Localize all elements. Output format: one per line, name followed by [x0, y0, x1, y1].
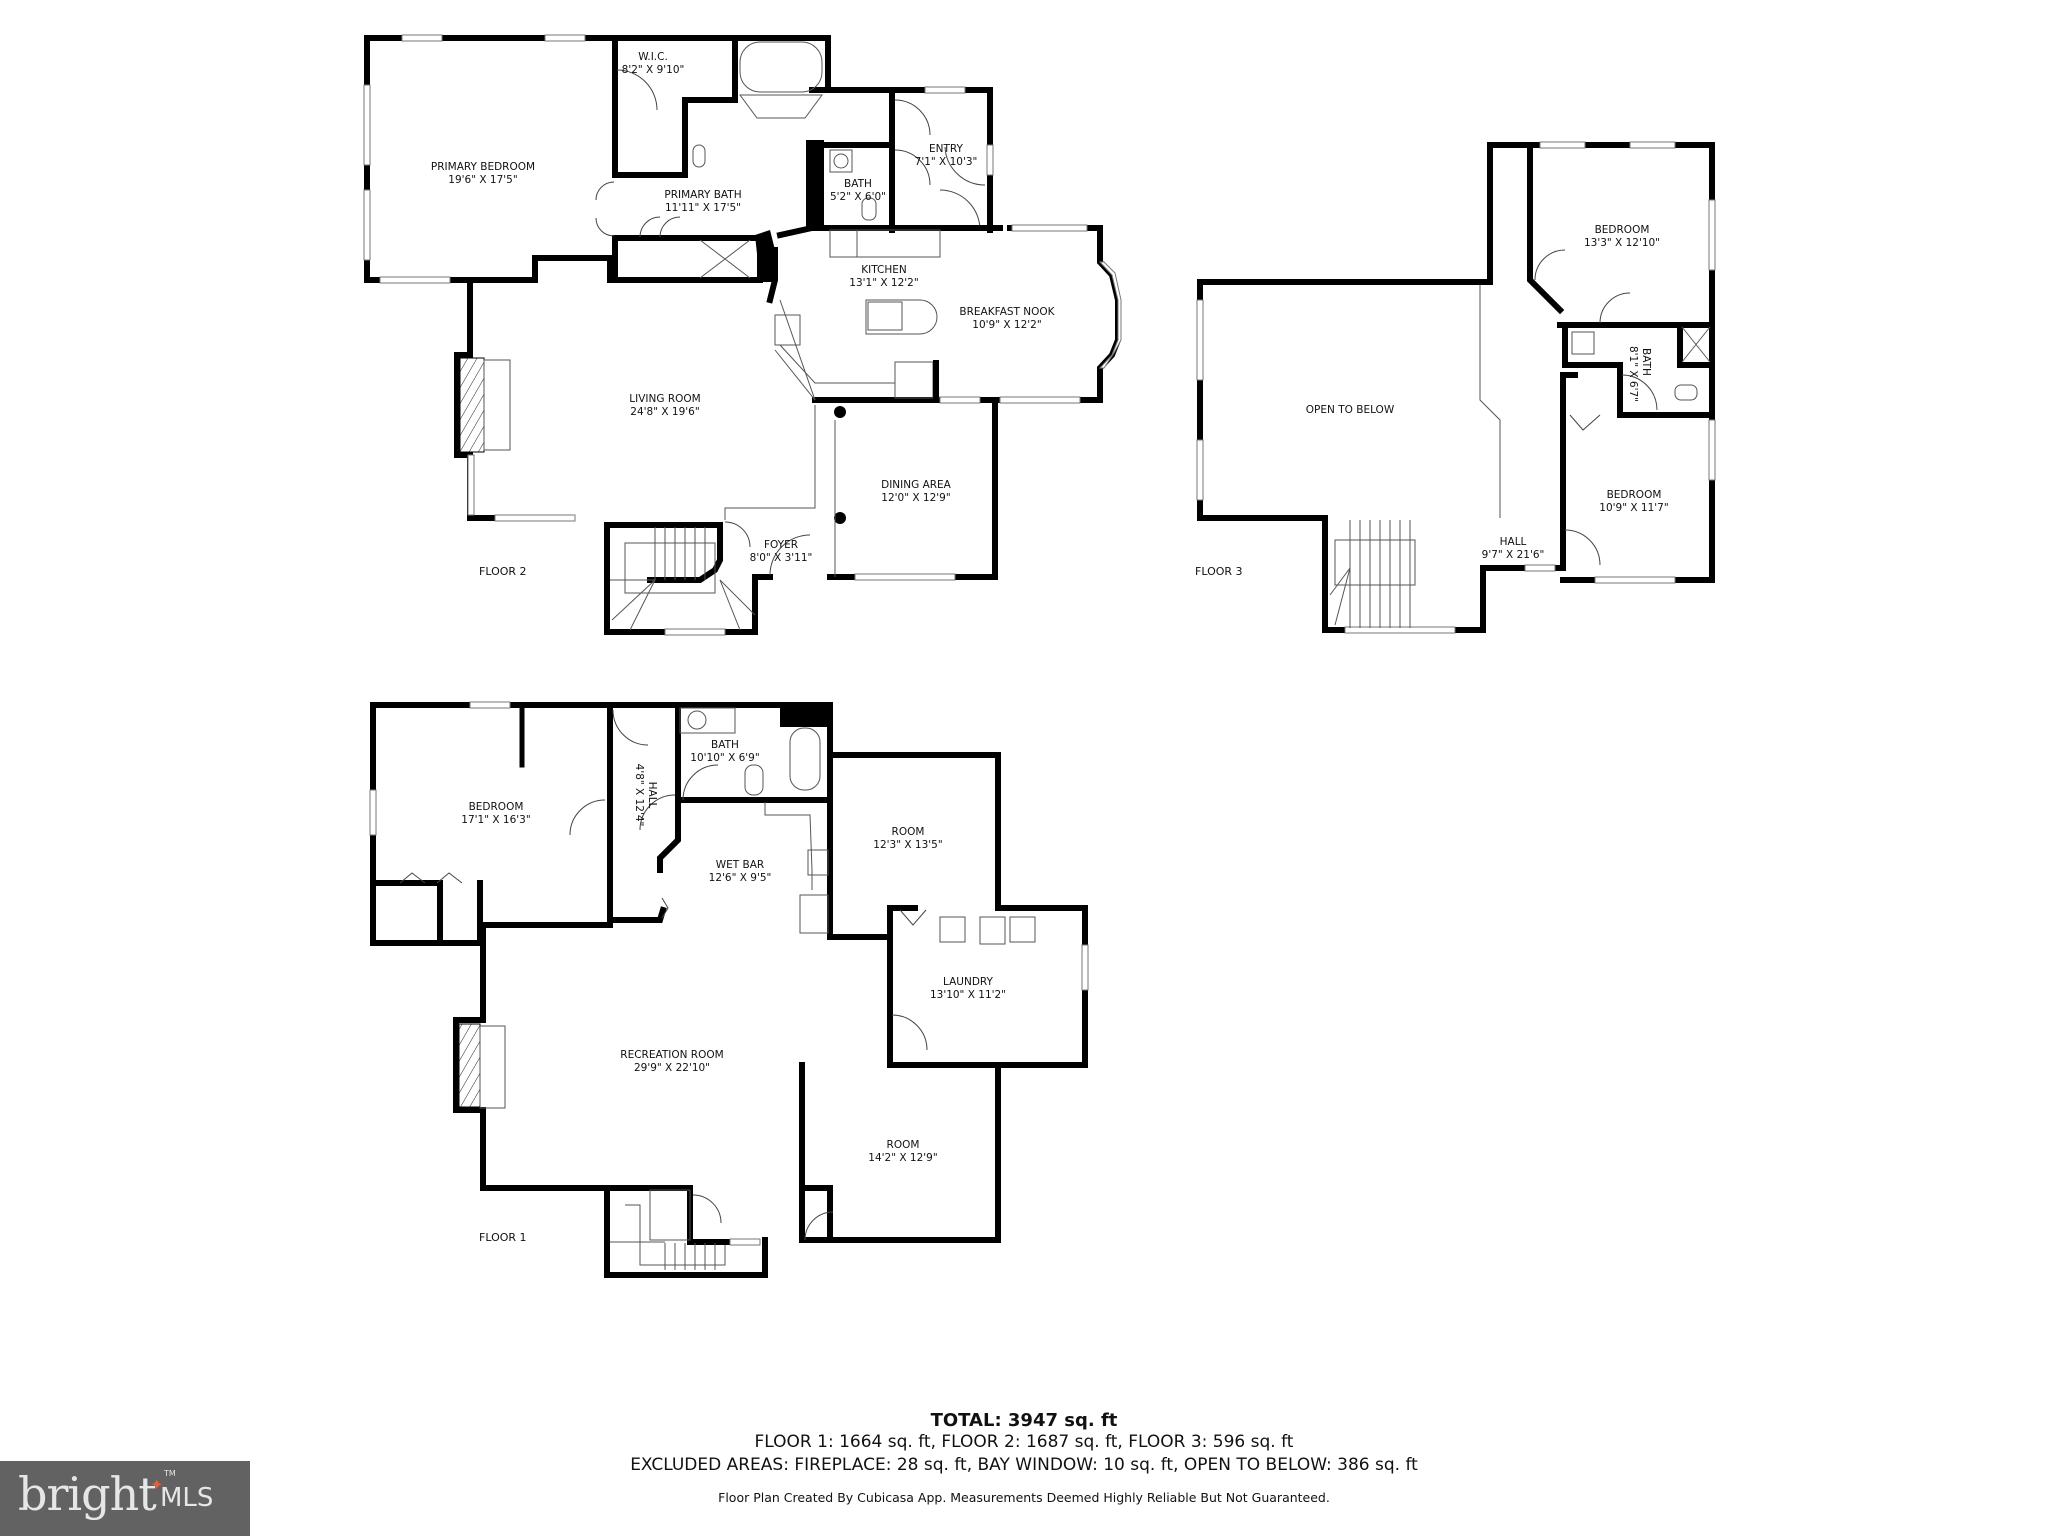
wic-walls [612, 35, 738, 178]
floor-areas: FLOOR 1: 1664 sq. ft, FLOOR 2: 1687 sq. … [754, 1432, 1294, 1452]
disclaimer: Floor Plan Created By Cubicasa App. Meas… [718, 1490, 1330, 1505]
logo-suffix: MLS [160, 1483, 214, 1513]
stairs-1 [604, 1185, 834, 1270]
bath-entry-walls [806, 86, 994, 233]
room-name: PRIMARY BATH [664, 189, 741, 201]
room-name: WET BAR [716, 859, 764, 871]
stairs-3 [1329, 520, 1416, 628]
room-dims: 9'7" X 21'6" [1482, 549, 1545, 561]
room-name: HALL [646, 782, 658, 809]
room-dims: 10'10" X 6'9" [690, 752, 759, 764]
room-dims: 14'2" X 12'9" [868, 1152, 937, 1164]
room-name: BEDROOM [1595, 224, 1650, 236]
room-dims: 8'2" X 9'10" [622, 64, 685, 76]
room-dims: 12'0" X 12'9" [881, 492, 950, 504]
room-name: W.I.C. [638, 51, 668, 63]
room-dims: 13'1" X 12'2" [849, 277, 918, 289]
room-name: KITCHEN [861, 264, 907, 276]
room-dims: 10'9" X 11'7" [1599, 502, 1668, 514]
foyer-stairs-walls [604, 521, 811, 636]
room-dims: 10'9" X 12'2" [972, 319, 1041, 331]
bright-mls-logo: bright ✦ TM MLS [0, 1461, 250, 1536]
bedroom-3a-walls [1487, 141, 1716, 333]
primary-bath-walls [595, 35, 831, 283]
wetbar-walls [661, 797, 893, 940]
stair-treads [610, 527, 756, 631]
room-name: PRIMARY BEDROOM [431, 161, 535, 173]
room-dims: 29'9" X 22'10" [634, 1062, 710, 1074]
room-name: BATH [844, 178, 872, 190]
hall-1-walls [607, 702, 681, 923]
room-dims: 13'3" X 12'10" [1584, 237, 1660, 249]
living-room-walls [454, 277, 816, 522]
open-to-below-walls [1196, 279, 1566, 634]
room-name: BREAKFAST NOOK [959, 306, 1055, 318]
room-name: BATH [1640, 348, 1652, 376]
room-dims: 4'8" X 12'4" [633, 764, 645, 827]
room-name: OPEN TO BELOW [1306, 404, 1395, 416]
kitchen-nook-walls [766, 224, 1122, 524]
room-name: RECREATION ROOM [620, 1049, 723, 1061]
recreation-room-walls [453, 922, 1001, 1278]
floor-1-plan: FLOOR 1 BEDROOM 17'1" X 16'3" HALL 4'8" … [369, 701, 1089, 1278]
room-dims: 13'10" X 11'2" [930, 989, 1006, 1001]
room-dims: 12'6" X 9'5" [709, 872, 772, 884]
floor-1-label: FLOOR 1 [479, 1231, 527, 1244]
excluded-areas: EXCLUDED AREAS: FIREPLACE: 28 sq. ft, BA… [630, 1455, 1418, 1475]
room-dims: 8'1" X 6'7" [1627, 346, 1639, 402]
bedroom-3b-walls [1560, 372, 1716, 584]
logo-brand: bright [18, 1467, 157, 1521]
room-dims: 11'11" X 17'5" [665, 202, 741, 214]
room-name: DINING AREA [881, 479, 952, 491]
room-name: ROOM [892, 826, 925, 838]
floor-2-label: FLOOR 2 [479, 565, 527, 578]
room-dims: 17'1" X 16'3" [461, 814, 530, 826]
floor-2-plan: FLOOR 2 W.I.C. 8'2" X 9'10" PRIMARY BEDR… [363, 34, 1122, 636]
room-dims: 24'8" X 19'6" [630, 406, 699, 418]
room-name: LIVING ROOM [629, 393, 700, 405]
room-name: BATH [711, 739, 739, 751]
room-name: FOYER [764, 539, 798, 551]
sparkle-icon: ✦ [150, 1475, 164, 1494]
room-name: ROOM [887, 1139, 920, 1151]
room-name: ENTRY [929, 143, 964, 155]
room-dims: 8'0" X 3'11" [750, 552, 813, 564]
floor-3-label: FLOOR 3 [1195, 565, 1243, 578]
primary-bedroom-walls [363, 34, 628, 284]
logo-trademark: TM [164, 1469, 176, 1478]
total-area: TOTAL: 3947 sq. ft [930, 1410, 1118, 1431]
room-dims: 7'1" X 10'3" [915, 156, 978, 168]
room-dims: 5'2" X 6'0" [830, 191, 886, 203]
room-dims: 19'6" X 17'5" [448, 174, 517, 186]
room-name: LAUNDRY [943, 976, 994, 988]
room-name: HALL [1500, 536, 1527, 548]
room-name: BEDROOM [1607, 489, 1662, 501]
floor-3-plan: FLOOR 3 BEDROOM 13'3" X 12'10" OPEN TO B… [1195, 141, 1716, 634]
room-1a-walls [827, 752, 1088, 940]
dining-area-walls [827, 397, 998, 581]
room-dims: 12'3" X 13'5" [873, 839, 942, 851]
room-name: BEDROOM [469, 801, 524, 813]
